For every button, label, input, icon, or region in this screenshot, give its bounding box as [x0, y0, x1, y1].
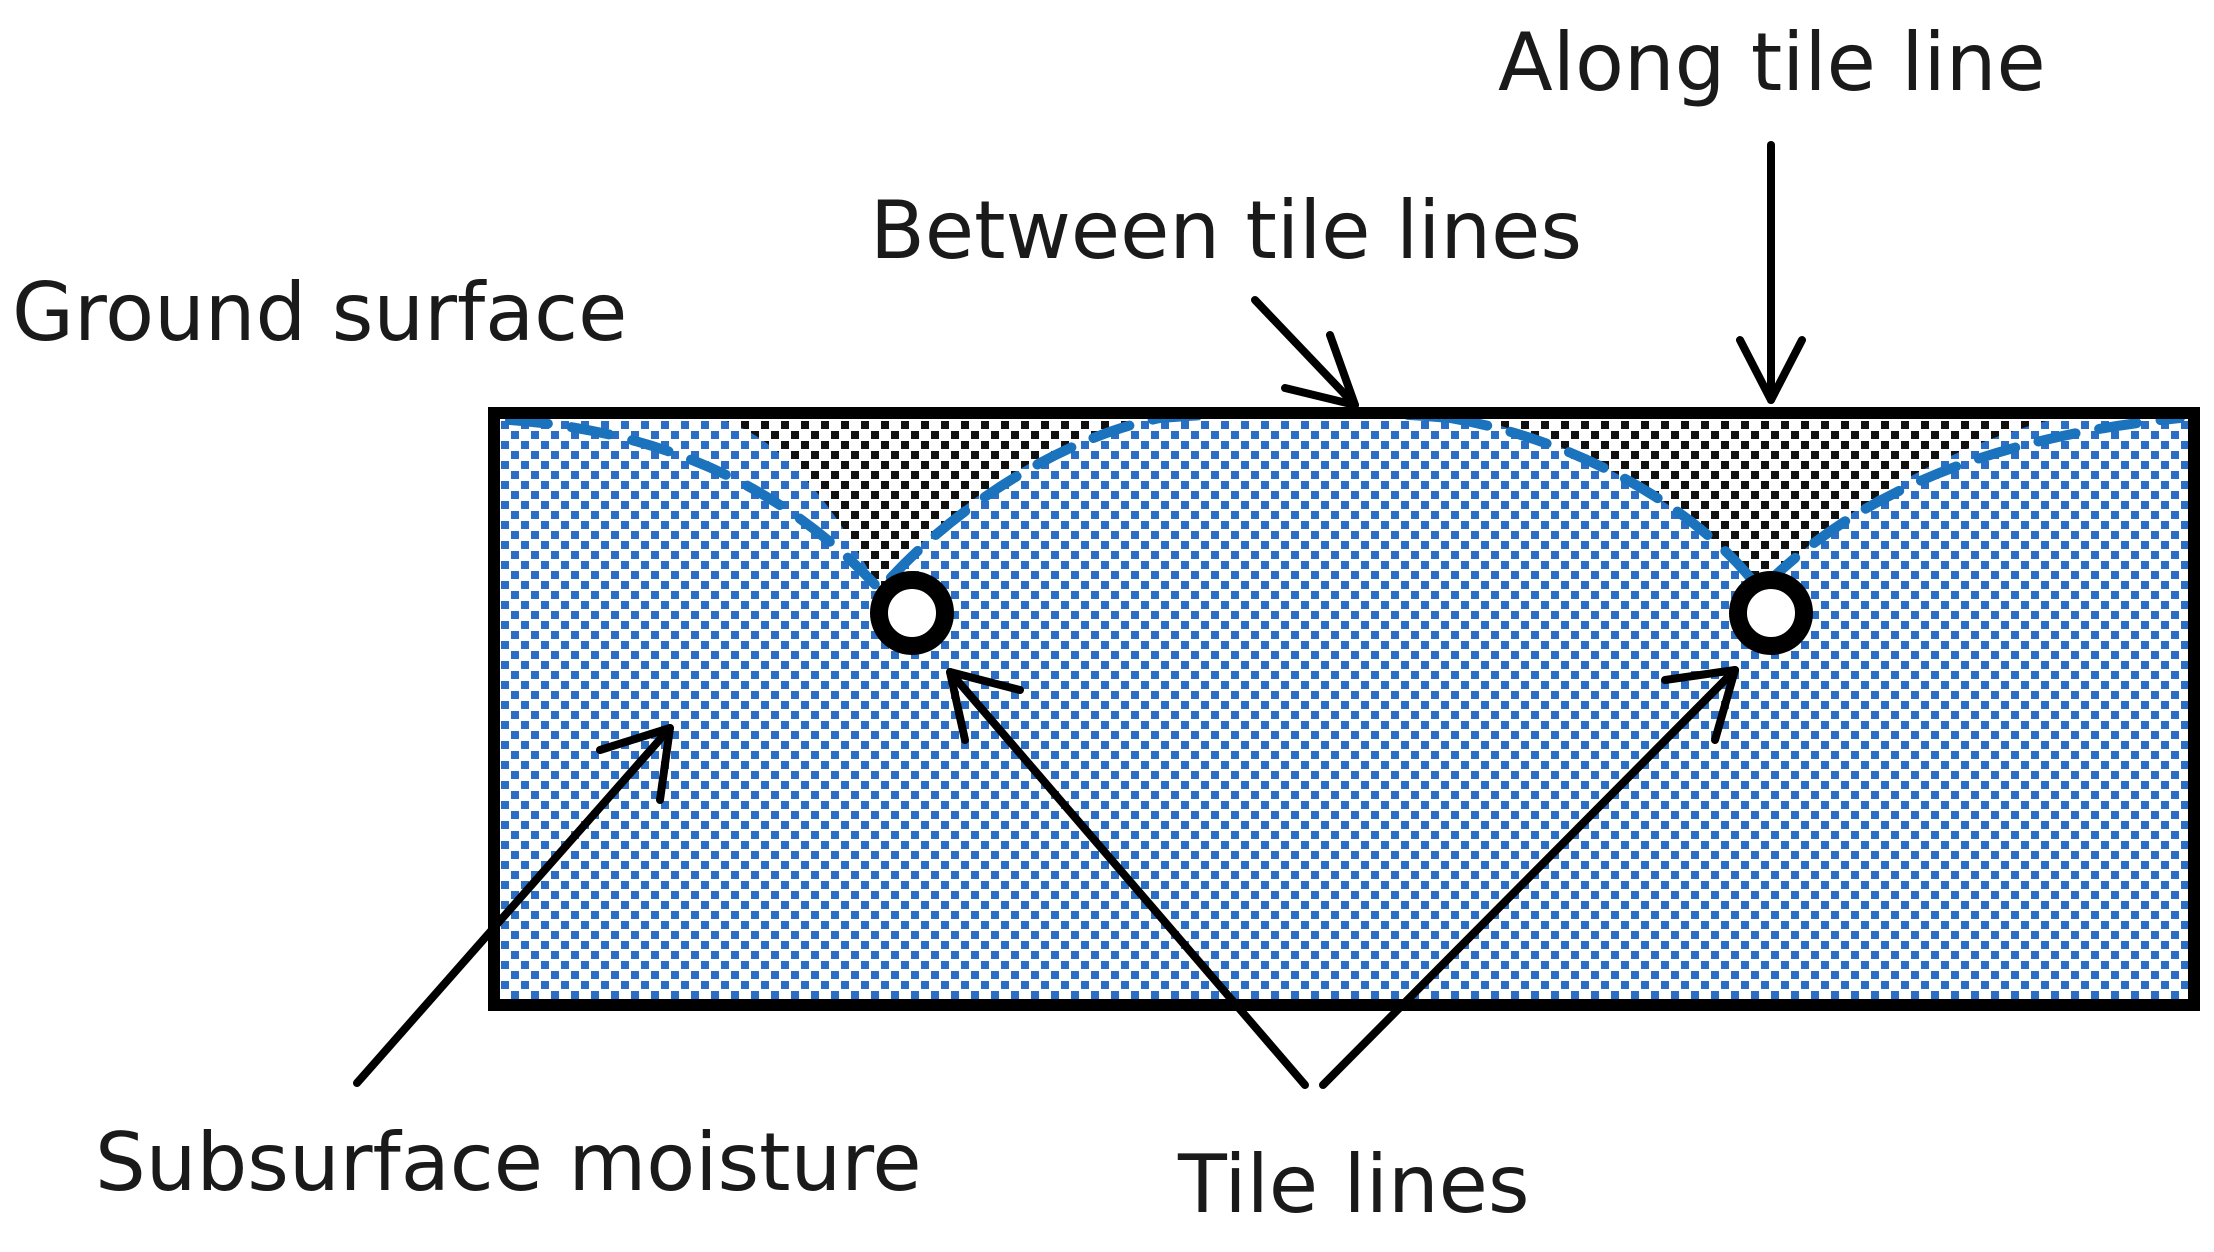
dry-zone-left	[700, 413, 1160, 590]
drainage-curve-right	[1445, 413, 2185, 598]
tile-lines-label: Tile lines	[1177, 1138, 1530, 1231]
subsurface-moisture-label: Subsurface moisture	[95, 1116, 922, 1209]
between-tile-lines-label: Between tile lines	[870, 184, 1582, 277]
tile-line-right	[1729, 571, 1813, 655]
tile-lines-arrow-left	[946, 668, 1309, 1089]
dry-zone-right	[1450, 413, 2080, 590]
between-tile-lines-arrow	[1251, 296, 1359, 409]
soil-box-outline	[488, 407, 2200, 1011]
along-tile-line-arrow	[1736, 141, 1806, 404]
drainage-curve-left	[505, 413, 1165, 598]
ground-surface-label: Ground surface	[12, 266, 627, 359]
tile-lines-arrow-right	[1319, 666, 1739, 1089]
saturated-soil-region	[494, 413, 2194, 1005]
along-tile-line-label: Along tile line	[1498, 16, 2046, 109]
tile-line-left	[870, 571, 954, 655]
subsurface-moisture-arrow	[353, 724, 674, 1087]
soil-cross-section	[494, 413, 2194, 1005]
